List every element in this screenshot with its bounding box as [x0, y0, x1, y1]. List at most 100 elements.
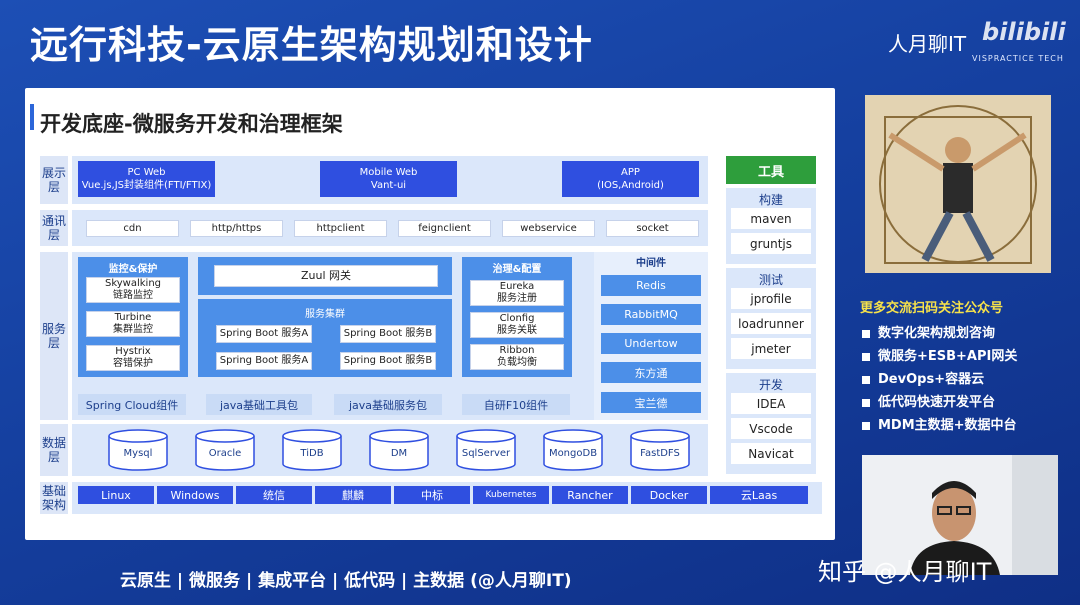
display-item-app: APP (IOS,Android) [562, 161, 699, 197]
cluster-title: 服务集群 [198, 305, 452, 320]
database-cylinder: TiDB [282, 429, 342, 471]
slide-title: 开发底座-微服务开发和治理框架 [40, 108, 343, 138]
item-desc: 服务关联 [497, 325, 537, 337]
comm-item: httpclient [294, 220, 387, 237]
tool-group-label: 开发 [726, 376, 816, 393]
bullet-icon [862, 376, 870, 384]
display-item-desc: (IOS,Android) [597, 179, 664, 192]
item-desc: 集群监控 [113, 324, 153, 336]
infra-item: Linux [78, 486, 154, 504]
bilibili-logo: bilibili [982, 18, 1066, 46]
tool-item: Navicat [731, 443, 811, 464]
promo-title: 更多交流扫码关注公众号 [860, 297, 1003, 316]
infra-item: Kubernetes [473, 486, 549, 504]
promo-item: 低代码快速开发平台 [862, 391, 995, 410]
promo-item-text: 数字化架构规划咨询 [878, 326, 995, 341]
vitruvian-illustration [865, 95, 1051, 273]
item-desc: 负载均衡 [497, 357, 537, 369]
item-desc: 容错保护 [113, 358, 153, 370]
infra-item: Docker [631, 486, 707, 504]
layer-label-data: 数据层 [40, 424, 68, 476]
tool-item: Vscode [731, 418, 811, 439]
database-cylinder: FastDFS [630, 429, 690, 471]
middleware-item: 东方通 [601, 362, 701, 383]
promo-item-text: 微服务+ESB+API网关 [878, 349, 1017, 364]
comm-item: socket [606, 220, 699, 237]
cluster-service: Spring Boot 服务B [340, 325, 436, 343]
database-cylinder: SqlServer [456, 429, 516, 471]
middleware-title: 中间件 [594, 254, 708, 269]
tagline-text: 云原生 | 微服务 | 集成平台 | 低代码 | 主数据 (@人月聊IT) [120, 571, 572, 591]
governance-item-config: Clonfig 服务关联 [470, 312, 564, 338]
promo-list: 数字化架构规划咨询微服务+ESB+API网关 DevOps+容器云低代码快速开发平… [862, 322, 1072, 442]
item-name: Clonfig [500, 313, 535, 325]
promo-item: MDM主数据+数据中台 [862, 414, 1017, 433]
display-item-title: APP [621, 166, 640, 179]
bullet-icon [862, 330, 870, 338]
display-item-title: Mobile Web [360, 166, 418, 179]
cluster-service: Spring Boot 服务A [216, 325, 312, 343]
promo-item: 微服务+ESB+API网关 [862, 345, 1017, 364]
infra-item: 麒麟 [315, 486, 391, 504]
governance-title: 治理&配置 [462, 260, 572, 275]
component-strip-item: Spring Cloud组件 [78, 394, 186, 415]
item-name: Skywalking [105, 278, 161, 290]
promo-item-text: 低代码快速开发平台 [878, 395, 995, 410]
comm-item: http/https [190, 220, 283, 237]
database-cylinder: DM [369, 429, 429, 471]
bullet-icon [862, 353, 870, 361]
monitor-item-hystrix: Hystrix 容错保护 [86, 345, 180, 371]
item-desc: 服务注册 [497, 293, 537, 305]
cluster-service: Spring Boot 服务B [340, 352, 436, 370]
infra-item: 统信 [236, 486, 312, 504]
poster-image [865, 95, 1051, 273]
layer-label-comm: 通讯层 [40, 210, 68, 246]
promo-item-text: MDM主数据+数据中台 [878, 418, 1017, 433]
database-label: DM [369, 443, 429, 463]
middleware-item: Undertow [601, 333, 701, 354]
tools-column: 构建mavengruntjs测试jprofileloadrunnerjmeter… [726, 188, 816, 462]
promo-item: 数字化架构规划咨询 [862, 322, 995, 341]
database-label: Oracle [195, 443, 255, 463]
item-desc: 链路监控 [113, 290, 153, 302]
comm-item: webservice [502, 220, 595, 237]
tool-group-label: 测试 [726, 271, 816, 288]
tool-item: maven [731, 208, 811, 229]
component-strip-item: 自研F10组件 [462, 394, 570, 415]
promo-item: DevOps+容器云 [862, 368, 984, 387]
layer-label-service: 服务层 [40, 252, 68, 420]
database-cylinder: Oracle [195, 429, 255, 471]
infra-item: 中标 [394, 486, 470, 504]
infra-item: Rancher [552, 486, 628, 504]
item-name: Turbine [115, 312, 152, 324]
bullet-icon [862, 399, 870, 407]
middleware-item: 宝兰德 [601, 392, 701, 413]
gateway-zuul: Zuul 网关 [214, 265, 438, 287]
brand-sub: VISPRACTICE TECH [972, 54, 1064, 63]
infra-item: Windows [157, 486, 233, 504]
monitor-item-skywalking: Skywalking 链路监控 [86, 277, 180, 303]
item-name: Hystrix [115, 346, 150, 358]
database-label: FastDFS [630, 443, 690, 463]
monitor-item-turbine: Turbine 集群监控 [86, 311, 180, 337]
governance-item-eureka: Eureka 服务注册 [470, 280, 564, 306]
component-strip-item: java基础服务包 [334, 394, 442, 415]
promo-item-text: DevOps+容器云 [878, 372, 984, 387]
item-name: Eureka [500, 281, 534, 293]
middleware-item: Redis [601, 275, 701, 296]
page-title: 远行科技-云原生架构规划和设计 [30, 14, 593, 69]
middleware-item: RabbitMQ [601, 304, 701, 325]
slide-title-accent [30, 104, 34, 130]
layer-label-display: 展示层 [40, 156, 68, 204]
database-label: SqlServer [456, 443, 516, 463]
monitor-title: 监控&保护 [78, 260, 188, 275]
watermark: 知乎 @人月聊IT [818, 552, 991, 587]
tool-item: IDEA [731, 393, 811, 414]
comm-item: feignclient [398, 220, 491, 237]
tool-group-label: 构建 [726, 191, 816, 208]
display-item-mobile-web: Mobile Web Vant-ui [320, 161, 457, 197]
tools-title: 工具 [726, 156, 816, 184]
component-strip-item: java基础工具包 [206, 394, 312, 415]
cluster-service: Spring Boot 服务A [216, 352, 312, 370]
